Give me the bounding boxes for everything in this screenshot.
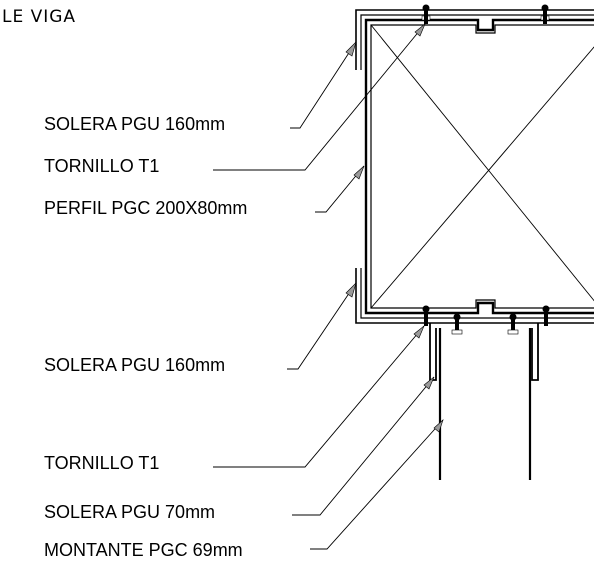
solera-bottom-outline — [355, 268, 594, 324]
leader-tornillo-top — [213, 23, 426, 171]
leader-montante — [310, 419, 444, 550]
perfil-bottom-flange — [364, 300, 594, 315]
tornillo-bottom-3 — [451, 313, 463, 335]
solera-top-outline — [355, 9, 594, 70]
tornillo-top-2 — [540, 4, 550, 24]
tornillo-bottom-2 — [542, 305, 550, 326]
callout-labels: SOLERA PGU 160mm TORNILLO T1 PERFIL PGC … — [44, 114, 247, 560]
drawing-title: LE VIGA — [2, 7, 76, 27]
tornillo-bottom-1 — [422, 305, 430, 326]
arrow-perfil — [353, 165, 365, 180]
leader-solera-bottom — [287, 282, 357, 370]
section-cross-a — [370, 24, 594, 302]
wall-section — [429, 323, 539, 480]
solera-70-left — [429, 323, 437, 381]
label-solera-top: SOLERA PGU 160mm — [44, 114, 225, 134]
arrow-solera-bottom — [345, 281, 357, 298]
leaders — [213, 23, 444, 550]
tornillo-bottom-4 — [507, 313, 519, 335]
solera-70-right — [531, 323, 539, 381]
section-cross-b — [370, 46, 594, 309]
label-tornillo-top: TORNILLO T1 — [44, 156, 159, 176]
label-perfil: PERFIL PGC 200X80mm — [44, 198, 247, 218]
arrowheads — [345, 23, 444, 433]
label-montante: MONTANTE PGC 69mm — [44, 540, 243, 560]
perfil-top-lip — [370, 24, 594, 70]
label-tornillo-bottom: TORNILLO T1 — [44, 453, 159, 473]
arrow-tornillo-bottom — [413, 325, 425, 339]
leader-tornillo-bottom — [213, 325, 425, 468]
arrow-montante — [433, 419, 444, 433]
leader-perfil — [315, 165, 365, 213]
solera-top-inner — [360, 14, 594, 70]
label-solera-bottom: SOLERA PGU 160mm — [44, 355, 225, 375]
tornillo-top-1 — [421, 4, 431, 24]
leader-solera-70 — [292, 376, 435, 516]
arrow-solera-top — [345, 40, 357, 57]
label-solera-70: SOLERA PGU 70mm — [44, 502, 215, 522]
fasteners — [421, 4, 550, 335]
solera-bottom-inner — [360, 268, 594, 319]
arrow-tornillo-top — [414, 23, 426, 37]
arrow-solera-70 — [423, 376, 435, 390]
beam-section — [355, 9, 594, 324]
perfil-top-flange — [364, 18, 594, 70]
leader-solera-top — [290, 41, 357, 129]
